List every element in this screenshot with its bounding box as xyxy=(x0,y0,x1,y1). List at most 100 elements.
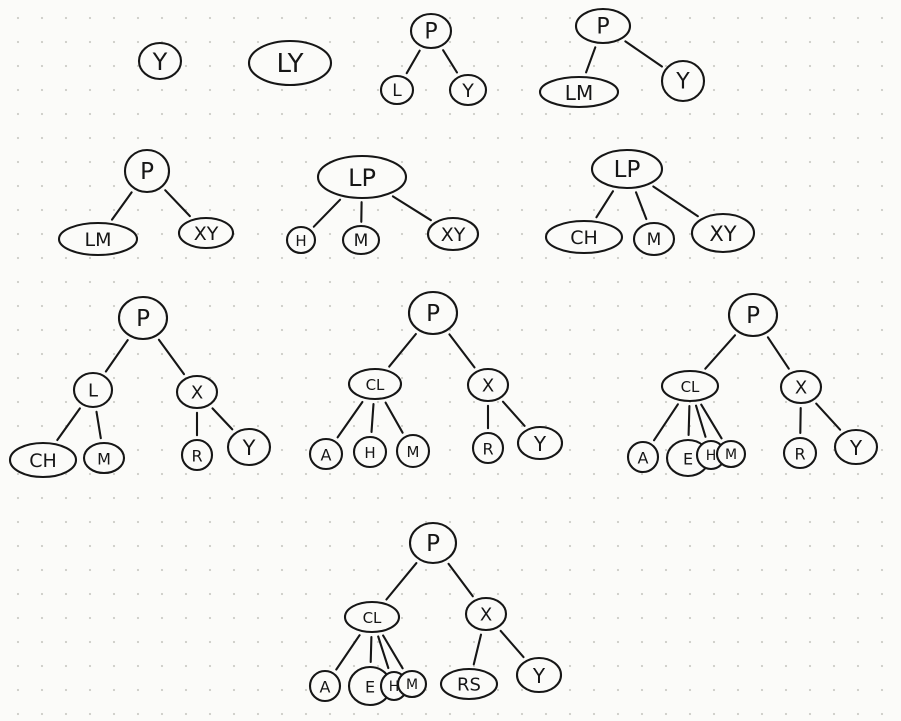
tree-edge xyxy=(211,407,234,431)
node-label: R xyxy=(191,447,202,466)
node-label: Y xyxy=(675,70,690,95)
node-outline xyxy=(226,427,272,467)
tree-edge xyxy=(336,400,364,439)
node-outline xyxy=(544,219,624,255)
tree-node: M xyxy=(715,439,747,469)
node-outline xyxy=(408,521,458,565)
node-label: RS xyxy=(457,675,481,696)
node-label: R xyxy=(794,445,805,464)
node-outline xyxy=(352,435,388,469)
tree-node: LM xyxy=(57,221,139,257)
tree-node: M xyxy=(341,224,381,256)
node-label: L xyxy=(88,381,98,402)
tree-node: XY xyxy=(177,216,235,250)
node-label: M xyxy=(647,230,662,250)
tree-node: L xyxy=(72,371,114,409)
node-label: M xyxy=(725,447,737,463)
node-label: LM xyxy=(85,229,112,251)
node-label: M xyxy=(354,231,369,251)
node-label: E xyxy=(683,450,693,469)
tree-node: A xyxy=(308,437,344,471)
tree-edge xyxy=(442,49,459,74)
tree-node: X xyxy=(779,369,823,405)
tree-edge xyxy=(384,401,404,434)
tree-diagram: LP CH M XY xyxy=(544,148,756,257)
tree-node: P xyxy=(727,292,779,338)
node-label: P xyxy=(136,306,150,332)
tree-node: H xyxy=(285,225,317,255)
node-outline xyxy=(396,669,428,699)
node-outline xyxy=(690,212,756,254)
tree-node: P xyxy=(123,148,171,194)
tree-node: CL xyxy=(343,600,401,634)
node-label: A xyxy=(321,446,332,465)
tree-node: R xyxy=(782,436,818,470)
node-outline xyxy=(439,667,499,701)
tree-edge xyxy=(385,562,418,601)
node-label: LP xyxy=(614,157,641,183)
node-label: LM xyxy=(565,81,593,105)
tree-node: CH xyxy=(544,219,624,255)
node-outline xyxy=(308,669,342,703)
tree-edge xyxy=(369,635,373,664)
tree-node: Y xyxy=(226,427,272,467)
tree-edge xyxy=(110,191,133,221)
node-outline xyxy=(626,440,660,474)
node-label: M xyxy=(407,443,420,461)
tree-edge xyxy=(704,334,737,370)
tree-edge xyxy=(694,404,707,438)
tree-edge xyxy=(700,403,723,440)
node-label: Y xyxy=(242,436,256,460)
tree-node: Y xyxy=(516,425,564,461)
tree-node: M xyxy=(396,669,428,699)
tree-edge xyxy=(815,402,842,431)
tree-edge xyxy=(388,332,417,368)
node-outline xyxy=(395,433,431,469)
tree-node: Y xyxy=(448,73,488,107)
node-label: L xyxy=(392,81,402,101)
node-outline xyxy=(247,39,333,87)
tree-edge xyxy=(104,339,129,373)
node-label: X xyxy=(191,383,203,404)
node-outline xyxy=(538,75,620,109)
tree-edge xyxy=(499,629,525,659)
tree-node: L xyxy=(379,74,415,106)
tree-diagram: Y xyxy=(137,41,183,81)
tree-node: LP xyxy=(590,148,664,190)
node-label: P xyxy=(746,303,760,329)
tree-node: XY xyxy=(690,212,756,254)
node-outline xyxy=(426,216,480,252)
node-label: A xyxy=(320,678,331,697)
node-outline xyxy=(727,292,779,338)
node-outline xyxy=(316,154,408,200)
node-label: P xyxy=(596,15,609,40)
tree-edge xyxy=(164,189,191,218)
node-outline xyxy=(8,441,78,479)
node-outline xyxy=(177,216,235,250)
node-label: XY xyxy=(441,224,466,246)
node-label: CH xyxy=(570,227,598,249)
tree-edge xyxy=(766,336,790,370)
node-outline xyxy=(466,367,510,403)
tree-node: P xyxy=(117,295,169,341)
tree-node: RS xyxy=(439,667,499,701)
tree-node: P xyxy=(574,7,632,45)
tree-diagram: P LM XY xyxy=(57,148,235,257)
tree-node: CL xyxy=(660,369,720,403)
tree-node: X xyxy=(175,374,219,410)
node-outline xyxy=(715,439,747,469)
tree-node: A xyxy=(308,669,342,703)
node-label: XY xyxy=(194,223,219,245)
node-outline xyxy=(471,431,505,465)
tree-node: LM xyxy=(538,75,620,109)
node-label: P xyxy=(426,301,440,327)
node-outline xyxy=(515,656,563,694)
tree-edge xyxy=(634,191,648,221)
node-label: Y xyxy=(533,432,547,456)
node-label: H xyxy=(295,232,306,250)
node-label: P xyxy=(426,531,440,557)
node-outline xyxy=(72,371,114,409)
tree-node: LY xyxy=(247,39,333,87)
tree-node: Y xyxy=(515,656,563,694)
